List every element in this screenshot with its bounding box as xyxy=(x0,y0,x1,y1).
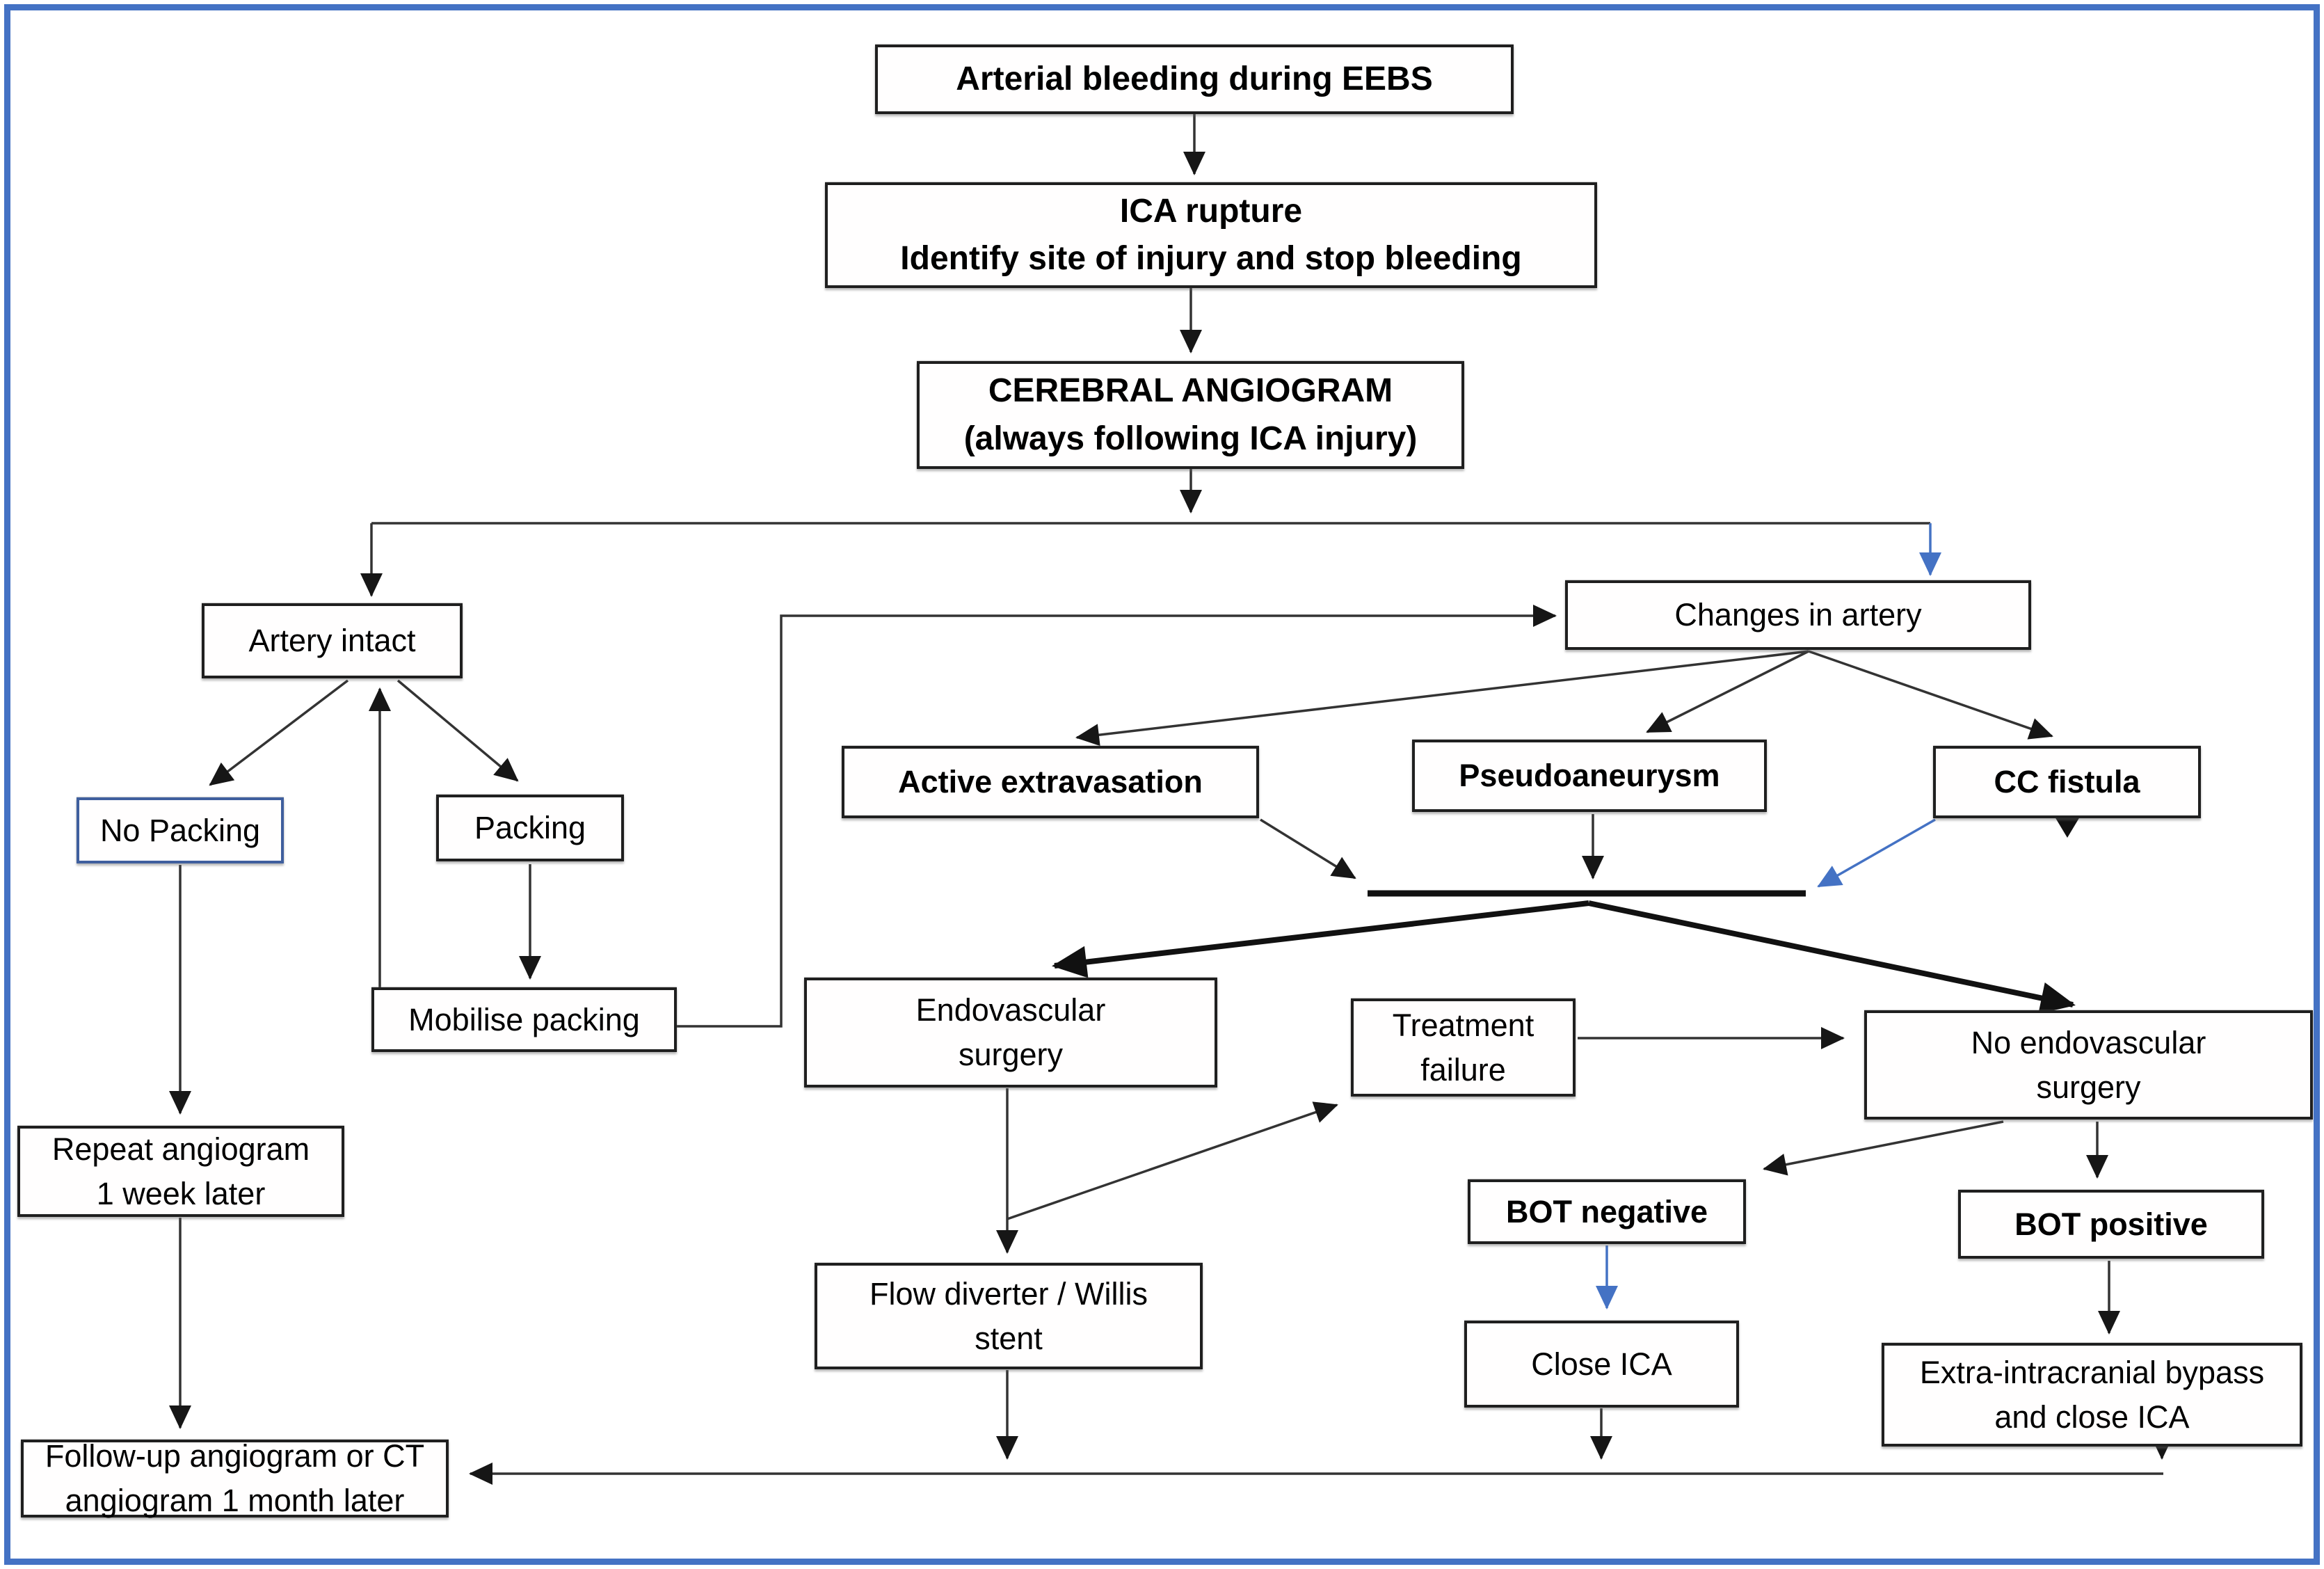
node-packing: Packing xyxy=(436,795,624,861)
node-active-extravasation: Active extravasation xyxy=(842,746,1259,818)
node-follow-up-angiogram: Follow-up angiogram or CT angiogram 1 mo… xyxy=(21,1438,449,1518)
node-endovascular-surgery: Endovascular surgery xyxy=(804,978,1217,1088)
node-extra-intracranial-bypass: Extra-intracranial bypass and close ICA xyxy=(1882,1343,2302,1447)
node-changes-in-artery: Changes in artery xyxy=(1565,580,2031,650)
node-close-ica: Close ICA xyxy=(1464,1321,1739,1408)
node-repeat-angiogram: Repeat angiogram 1 week later xyxy=(17,1126,344,1217)
cc-fistula-down-arrowhead xyxy=(2055,817,2080,838)
node-treatment-failure: Treatment failure xyxy=(1351,998,1576,1097)
node-ica-rupture: ICA rupture Identify site of injury and … xyxy=(825,182,1597,288)
node-cc-fistula: CC fistula xyxy=(1933,746,2201,818)
node-mobilise-packing: Mobilise packing xyxy=(371,987,677,1052)
node-bot-negative: BOT negative xyxy=(1468,1179,1746,1244)
node-no-endovascular-surgery: No endovascular surgery xyxy=(1864,1010,2313,1120)
node-artery-intact: Artery intact xyxy=(202,603,463,678)
node-flow-diverter: Flow diverter / Willis stent xyxy=(815,1263,1203,1369)
node-pseudoaneurysm: Pseudoaneurysm xyxy=(1412,740,1767,812)
node-bot-positive: BOT positive xyxy=(1958,1190,2264,1259)
node-cerebral-angiogram: CEREBRAL ANGIOGRAM (always following ICA… xyxy=(917,361,1464,469)
node-arterial-bleeding: Arterial bleeding during EEBS xyxy=(875,45,1514,114)
node-no-packing: No Packing xyxy=(77,797,284,863)
